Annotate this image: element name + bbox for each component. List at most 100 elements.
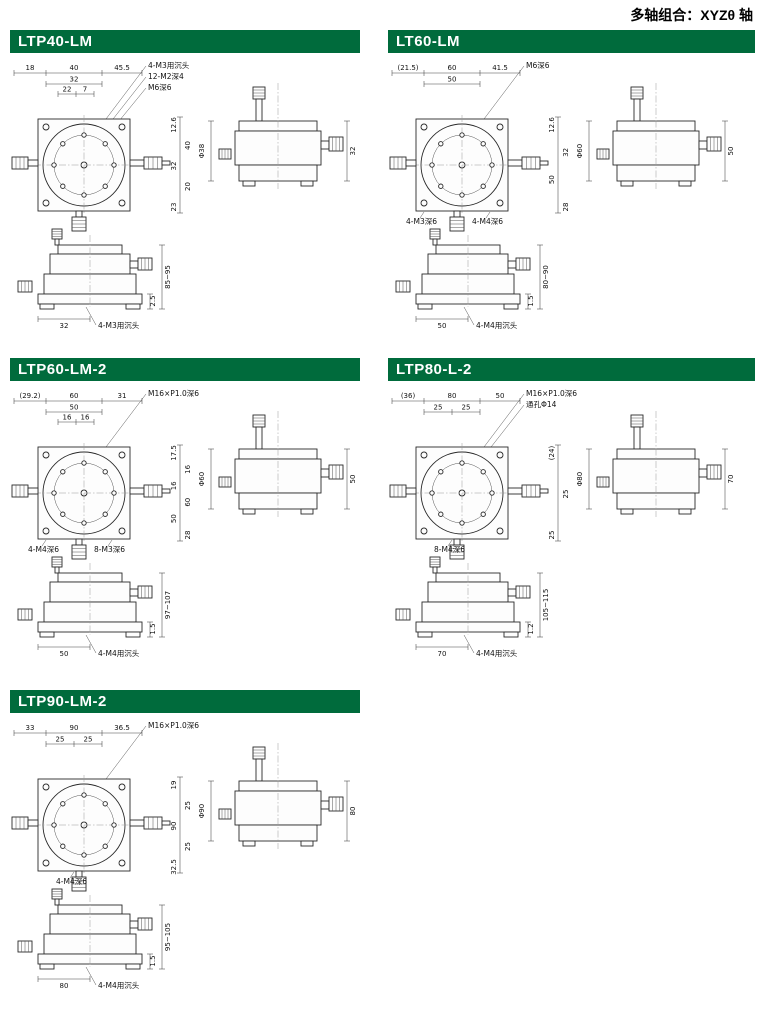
dimension-label: 12.6: [170, 117, 178, 133]
foot: [125, 303, 141, 310]
dimension-label: 90: [70, 724, 79, 732]
dimension-label: 23: [170, 203, 178, 212]
corner-screw-hole: [42, 199, 50, 207]
drawing-note: M6深6: [148, 83, 172, 92]
diameter-label: Φ60: [576, 144, 584, 158]
diameter-label: Φ90: [198, 804, 206, 818]
drawing-note: 4-M4深6: [28, 545, 59, 554]
bolt-hole: [111, 822, 117, 828]
dimension-label: 25: [56, 736, 65, 744]
bolt-hole: [111, 162, 117, 168]
foot: [242, 180, 256, 187]
micrometer-stem: [320, 140, 330, 150]
micrometer-stem: [255, 98, 263, 122]
height-label: 32: [349, 147, 357, 156]
bolt-hole: [480, 141, 486, 147]
section-header-bar: LTP90-LM-2: [10, 690, 360, 713]
corner-screw-hole: [420, 123, 428, 131]
corner-screw-hole: [118, 199, 126, 207]
section-title: LTP80-L-2: [396, 361, 472, 378]
micrometer-stem: [432, 566, 438, 574]
drawing-note: 通孔Φ14: [526, 399, 557, 409]
drawing-note: 4-M3用沉头: [148, 60, 190, 70]
bolt-hole: [111, 490, 117, 496]
micrometer-stem: [129, 588, 139, 597]
foot: [620, 508, 634, 515]
width-label: 50: [60, 650, 69, 658]
bolt-hole: [81, 520, 87, 526]
bolt-hole: [60, 843, 66, 849]
leader-line: [107, 539, 113, 547]
foot: [503, 303, 519, 310]
dimension-label: 90: [170, 822, 178, 831]
leader-line: [463, 634, 475, 654]
dimension-label: 60: [70, 392, 79, 400]
plate-thickness-label: 1.5: [149, 955, 157, 966]
micrometer-stem: [405, 159, 417, 167]
dimension-label: 25: [184, 801, 192, 810]
micrometer-stem: [453, 210, 461, 218]
corner-screw-hole: [42, 123, 50, 131]
section-header-bar: LTP60-LM-2: [10, 358, 360, 381]
leader-line: [105, 725, 147, 780]
micrometer-rod: [161, 488, 171, 494]
drawing-note: 4-M3用沉头: [98, 320, 140, 330]
corner-screw-hole: [42, 451, 50, 459]
height-label: 80: [349, 807, 357, 816]
dimension-label: 25: [84, 736, 93, 744]
corner-screw-hole: [496, 123, 504, 131]
bolt-hole: [51, 822, 57, 828]
drawing-note: M16×P1.0深6: [148, 389, 199, 398]
dimension-label: 50: [448, 76, 457, 84]
dimension-label: (24): [548, 446, 556, 461]
dimension-label: 19: [170, 781, 178, 790]
dimension-label: 25: [548, 531, 556, 540]
dimension-label: 50: [170, 514, 178, 523]
micrometer-stem: [698, 468, 708, 478]
drawing-note: 12-M2深4: [148, 72, 184, 81]
drawing-note: M6深6: [526, 61, 550, 70]
height-range-label: 85~95: [164, 265, 172, 289]
plate-thickness-label: 2.5: [149, 295, 157, 306]
dimension-label: 28: [562, 203, 570, 212]
leader-line: [483, 393, 525, 448]
dimension-label: 40: [70, 64, 79, 72]
drawing-note: M16×P1.0深6: [148, 721, 199, 730]
micrometer-stem: [432, 238, 438, 246]
micrometer-stem: [54, 238, 60, 246]
leader-line: [483, 65, 525, 120]
dimension-label: (21.5): [397, 64, 418, 72]
bolt-hole: [60, 801, 66, 807]
micrometer-stem: [75, 538, 83, 546]
micrometer-rod: [161, 820, 171, 826]
leader-line: [85, 306, 97, 326]
section-title: LTP90-LM-2: [18, 693, 107, 710]
dimension-label: 31: [118, 392, 127, 400]
dimension-label: (36): [401, 392, 416, 400]
bolt-hole: [81, 852, 87, 858]
section-title: LTP60-LM-2: [18, 361, 107, 378]
dimension-label: 60: [184, 498, 192, 507]
micrometer-rod: [539, 488, 549, 494]
bolt-hole: [102, 843, 108, 849]
micrometer-stem: [129, 819, 145, 827]
bolt-hole: [60, 469, 66, 475]
foot: [39, 963, 55, 970]
corner-screw-hole: [118, 783, 126, 791]
height-range-label: 95~105: [164, 923, 172, 951]
micrometer-stem: [54, 898, 60, 906]
plate-thickness-label: 1.5: [149, 623, 157, 634]
foot: [503, 631, 519, 638]
width-label: 80: [60, 982, 69, 990]
section-title: LT60-LM: [396, 33, 461, 50]
bolt-hole: [429, 490, 435, 496]
foot: [242, 508, 256, 515]
